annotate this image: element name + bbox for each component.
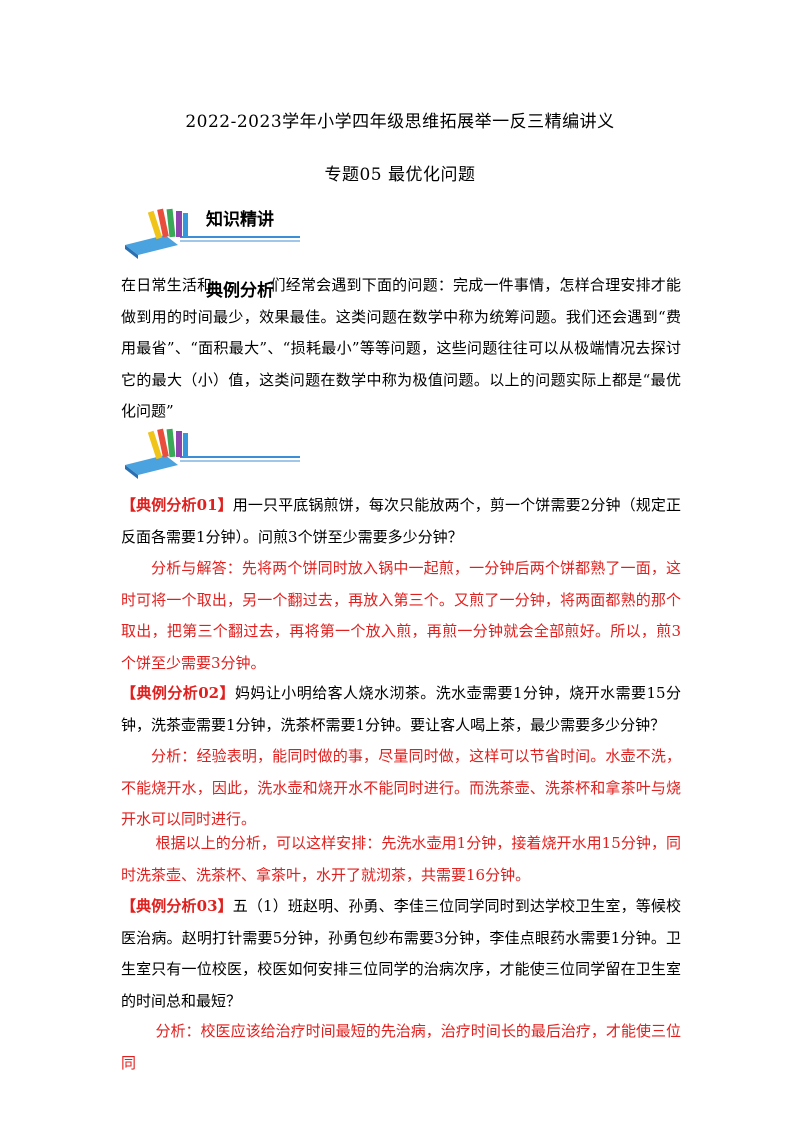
- example-3-analysis: 分析：校医应该给治疗时间最短的先治病，治疗时间长的最后治疗，才能使三位同: [121, 1022, 681, 1072]
- books-icon: [125, 428, 300, 479]
- example-3-label: 【典例分析03】: [121, 897, 233, 915]
- section-header-knowledge: 知识精讲: [120, 205, 320, 280]
- section-header-examples: [120, 425, 320, 500]
- document-subtitle: 专题05 最优化问题: [324, 165, 476, 185]
- example-3-question: 【典例分析03】五（1）班赵明、孙勇、李佳三位同学同时到达学校卫生室，等候校医治…: [121, 891, 681, 1017]
- example-2-label: 【典例分析02】: [121, 684, 235, 702]
- example-3-question-text: 五（1）班赵明、孙勇、李佳三位同学同时到达学校卫生室，等候校医治病。赵明打针需要…: [121, 897, 682, 1010]
- example-2-answer: 根据以上的分析，可以这样安排：先洗水壶用1分钟，接着烧开水用15分钟，同时洗茶壶…: [121, 834, 681, 884]
- example-2-question-text: 妈妈让小明给客人烧水沏茶。洗水壶需要1分钟，烧开水需要15分钟，洗茶壶需要1分钟…: [121, 684, 682, 734]
- example-1-label: 【典例分析01】: [121, 496, 233, 514]
- example-2-analysis: 分析：经验表明，能同时做的事，尽量同时做，这样可以节省时间。水壶不洗，不能烧开水…: [121, 747, 681, 828]
- document-title: 2022-2023学年小学四年级思维拓展举一反三精编讲义: [185, 112, 615, 132]
- example-2-question: 【典例分析02】妈妈让小明给客人烧水沏茶。洗水壶需要1分钟，烧开水需要15分钟，…: [121, 678, 681, 741]
- knowledge-text-rest: 们经常会遇到下面的问题：完成一件事情，怎样合理安排才能做到用的时间最少，效果最佳…: [121, 276, 681, 420]
- example-1-question-text: 用一只平底锅煎饼，每次只能放两个，剪一个饼需要2分钟（规定正反面各需要1分钟）。…: [121, 496, 682, 546]
- example-1-question: 【典例分析01】用一只平底锅煎饼，每次只能放两个，剪一个饼需要2分钟（规定正反面…: [121, 490, 681, 553]
- books-icon: [125, 208, 300, 259]
- example-1-answer: 分析与解答：先将两个饼同时放入锅中一起煎，一分钟后两个饼都熟了一面，这时可将一个…: [121, 559, 681, 672]
- section-title-examples: 典例分析: [206, 281, 274, 301]
- section-title-knowledge: 知识精讲: [206, 210, 274, 230]
- knowledge-paragraph: 在日常生活和们经常会遇到下面的问题：完成一件事情，怎样合理安排才能做到用的时间最…: [121, 270, 681, 428]
- knowledge-text-start: 在日常生活和: [121, 276, 213, 294]
